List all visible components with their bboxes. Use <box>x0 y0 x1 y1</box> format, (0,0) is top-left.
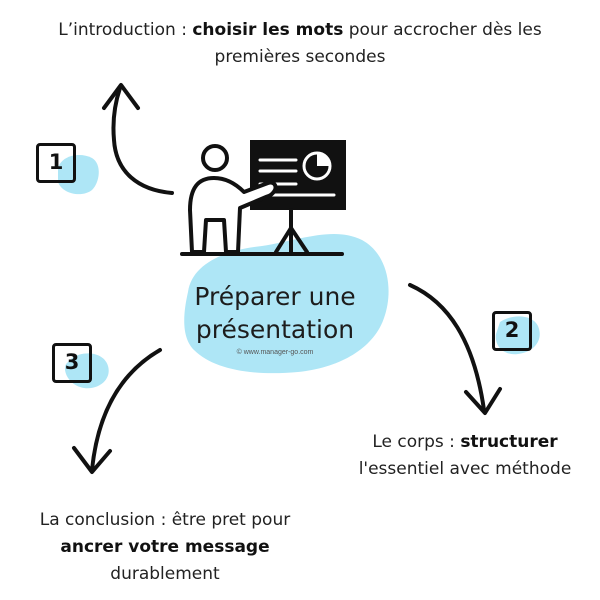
center-accent-blob <box>184 233 389 374</box>
body-label: Le corps : <box>372 432 461 452</box>
arrow-to-body <box>408 283 502 415</box>
center-title-line-1: Préparer une <box>194 282 356 311</box>
center-title: Préparer une présentation <box>170 280 380 346</box>
body-emphasis: structurer <box>460 432 558 452</box>
introduction-label: L’introduction : <box>58 20 193 40</box>
copyright-notice: © www.manager-go.com <box>236 349 314 356</box>
step-1-accent-blob <box>58 155 99 195</box>
step-3-badge: 3 <box>52 343 92 383</box>
step-1-badge: 1 <box>36 143 76 183</box>
step-3-accent-blob <box>64 353 109 389</box>
introduction-caption: L’introduction : choisir les mots pour a… <box>40 17 560 71</box>
arrow-to-conclusion <box>72 348 162 474</box>
conclusion-caption: La conclusion : être pret pour ancrer vo… <box>10 507 320 588</box>
center-title-line-2: présentation <box>195 315 355 344</box>
body-caption: Le corps : structurer l'essentiel avec m… <box>345 429 585 483</box>
arrow-to-introduction <box>102 83 174 195</box>
conclusion-rest: durablement <box>110 564 220 584</box>
conclusion-emphasis: ancrer votre message <box>60 537 270 557</box>
conclusion-label: La conclusion : être pret pour <box>39 510 291 530</box>
introduction-emphasis: choisir les mots <box>192 20 344 40</box>
step-2-badge: 2 <box>492 311 532 351</box>
body-rest: l'essentiel avec méthode <box>358 459 572 479</box>
presenter-at-board-icon <box>180 140 346 256</box>
step-2-accent-blob <box>495 316 540 355</box>
introduction-rest: pour accrocher dès les premières seconde… <box>214 20 542 67</box>
